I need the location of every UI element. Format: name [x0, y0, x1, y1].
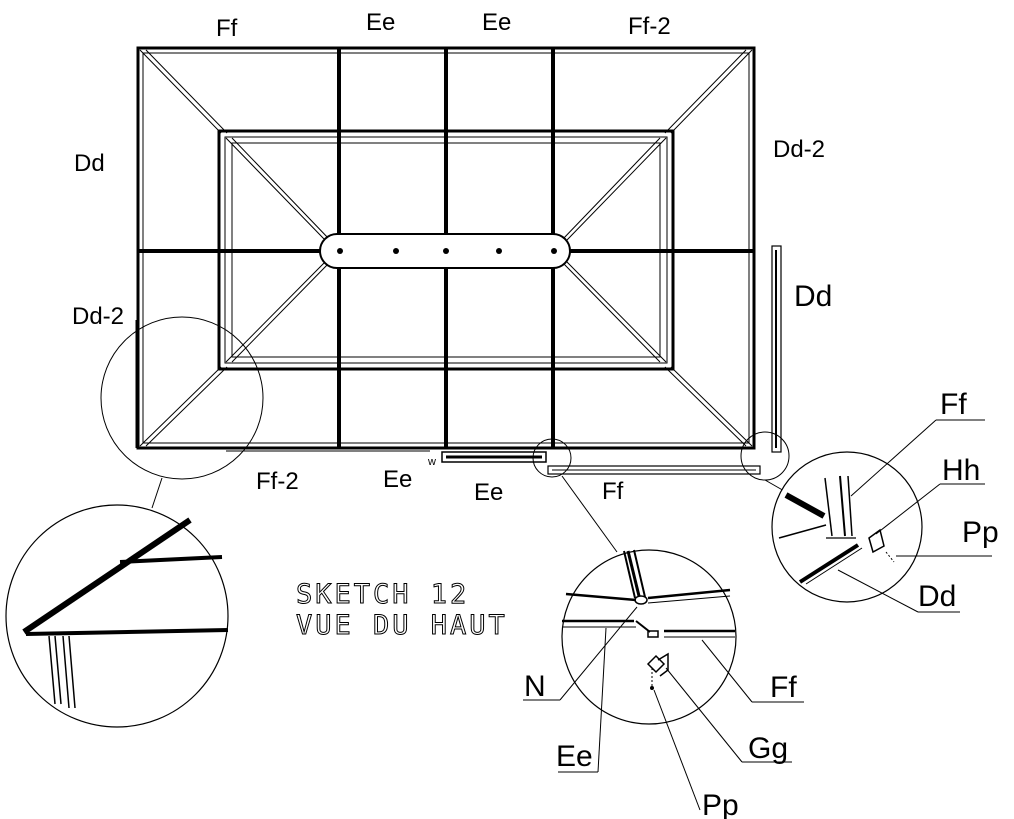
label-dd2-left: Dd-2 [72, 303, 124, 330]
label-ee-detail-center: Ee [556, 740, 593, 773]
side-labels: Dd Dd-2 Dd-2 Dd [72, 136, 832, 330]
label-ff-detail-right: Ff [940, 388, 967, 421]
label-hh-detail-right: Hh [942, 454, 980, 487]
label-gg-detail-center: Gg [748, 732, 788, 765]
roof-frame [136, 46, 756, 450]
detail-right [764, 419, 992, 613]
sketch-line-1: SKETCH 12 [296, 579, 469, 610]
sketch-title: SKETCH 12 VUE DU HAUT [296, 579, 508, 642]
bottom-labels: Ff-2 Ee Ee Ff [256, 466, 624, 506]
label-ff2-top-right: Ff-2 [628, 13, 671, 40]
detail-center [523, 475, 804, 811]
sketch-line-2: VUE DU HAUT [296, 610, 508, 641]
small-mark: w [427, 456, 436, 468]
detail-right-labels: Ff Hh Pp Dd [918, 388, 999, 613]
label-dd-left: Dd [74, 150, 105, 177]
label-ee-top-1: Ee [366, 9, 395, 36]
top-labels: Ff Ee Ee Ff-2 [216, 9, 671, 42]
label-ff2-bottom: Ff-2 [256, 468, 299, 495]
label-ff-top-left: Ff [216, 15, 238, 42]
label-ff-bottom: Ff [602, 478, 624, 505]
label-ee-bottom-b: Ee [474, 479, 503, 506]
detail-left [5, 477, 229, 728]
label-pp-detail-right: Pp [962, 516, 999, 549]
label-dd-detail-right: Dd [918, 580, 956, 613]
label-ee-top-2: Ee [482, 9, 511, 36]
detail-center-labels: N Ff Ee Gg Pp [524, 670, 797, 819]
label-pp-detail-center: Pp [702, 789, 739, 819]
label-n-detail-center: N [524, 670, 546, 703]
label-dd2-right: Dd-2 [773, 136, 825, 163]
label-dd-right: Dd [794, 280, 832, 313]
label-ff-detail-center: Ff [770, 671, 797, 704]
label-ee-bottom-a: Ee [383, 466, 412, 493]
center-plate-holes [337, 248, 557, 254]
loose-beams [135, 245, 782, 475]
